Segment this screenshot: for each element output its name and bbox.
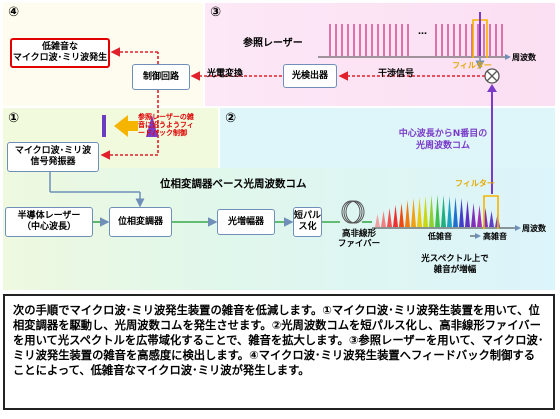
spectrum-line — [441, 195, 446, 227]
description-text: 次の手順でマイクロ波･ミリ波発生装置の雑音を低減します。①マイクロ波･ミリ波発生… — [3, 294, 555, 410]
high-noise-label: 高雑音 — [483, 232, 507, 241]
interference-signal-label: 干渉信号 — [378, 69, 415, 79]
spectrum-line — [471, 203, 476, 227]
step3-number: ③ — [210, 5, 222, 20]
spectrum-line — [459, 198, 464, 227]
step3-panel — [205, 3, 555, 106]
step1-number: ① — [8, 111, 20, 126]
feedback-note: 参照レーザーの雑音に沿うようフィードバック制御 — [138, 113, 194, 137]
fiber-coil-icon — [341, 200, 365, 224]
frequency-label-mid: 周波数 — [522, 224, 546, 233]
step2-panel — [220, 108, 555, 168]
reference-laser-label: 参照レーザー — [243, 38, 303, 49]
spectrum-line — [411, 198, 416, 227]
laser-box: 半導体レーザー （中心波長） — [5, 207, 93, 237]
mw-oscillator-box: マイクロ波･ミリ波 信号発振器 — [7, 142, 99, 172]
spectrum-note: 光スペクトル上で 雑音が増幅 — [421, 254, 489, 275]
pulse-compression-box: 短パル ス化 — [293, 207, 322, 237]
hnlf-label: 高非線形 ファイバー — [337, 229, 381, 249]
spectrum-line — [465, 200, 470, 227]
filter-mid-shape — [483, 195, 499, 229]
spectrum-line — [453, 197, 458, 227]
step2-number: ② — [225, 111, 237, 126]
comb-line-icon — [146, 115, 158, 137]
control-circuit-box: 制御回路 — [132, 64, 190, 90]
spectrum-line — [417, 197, 422, 227]
spectrum-line — [447, 196, 452, 227]
spectrum-line — [393, 205, 398, 227]
filter-mid-label: フィルター — [455, 179, 495, 188]
feedback-bar-icon — [102, 115, 106, 137]
optical-amplifier-box: 光増幅器 — [217, 209, 275, 235]
spectrum-line — [477, 205, 482, 227]
spectrum-line — [435, 195, 440, 227]
nth-comb-label: 中心波長からN番目の光周波数コム — [398, 129, 488, 151]
phase-modulator-box: 位相変調器 — [109, 207, 172, 237]
comb-dots: … — [418, 27, 427, 37]
comb-title: 位相変調器ベース光周波数コム — [160, 178, 307, 190]
filter-top-label: フィルター — [452, 61, 492, 70]
frequency-label-top: 周波数 — [512, 53, 536, 62]
step4-number: ④ — [8, 5, 20, 20]
spectrum-line — [429, 195, 434, 227]
spectrum-line — [399, 203, 404, 227]
low-noise-label: 低雑音 — [428, 232, 452, 241]
comb-panel — [3, 168, 555, 290]
photodetector-box: 光検出器 — [283, 64, 337, 88]
reference-comb — [329, 24, 503, 56]
low-noise-output-box: 低雑音な マイクロ波･ミリ波発生 — [10, 38, 110, 68]
spectrum-line — [381, 211, 386, 227]
spectrum-line — [375, 214, 380, 227]
spectrum-line — [405, 200, 410, 227]
spectrum-line — [489, 211, 494, 227]
broadened-spectrum — [375, 195, 500, 227]
spectrum-line — [387, 208, 392, 227]
spectrum-line — [423, 196, 428, 227]
feedback-arrow-icon — [114, 115, 128, 137]
photoelectric-label: 光電変換 — [207, 69, 244, 79]
